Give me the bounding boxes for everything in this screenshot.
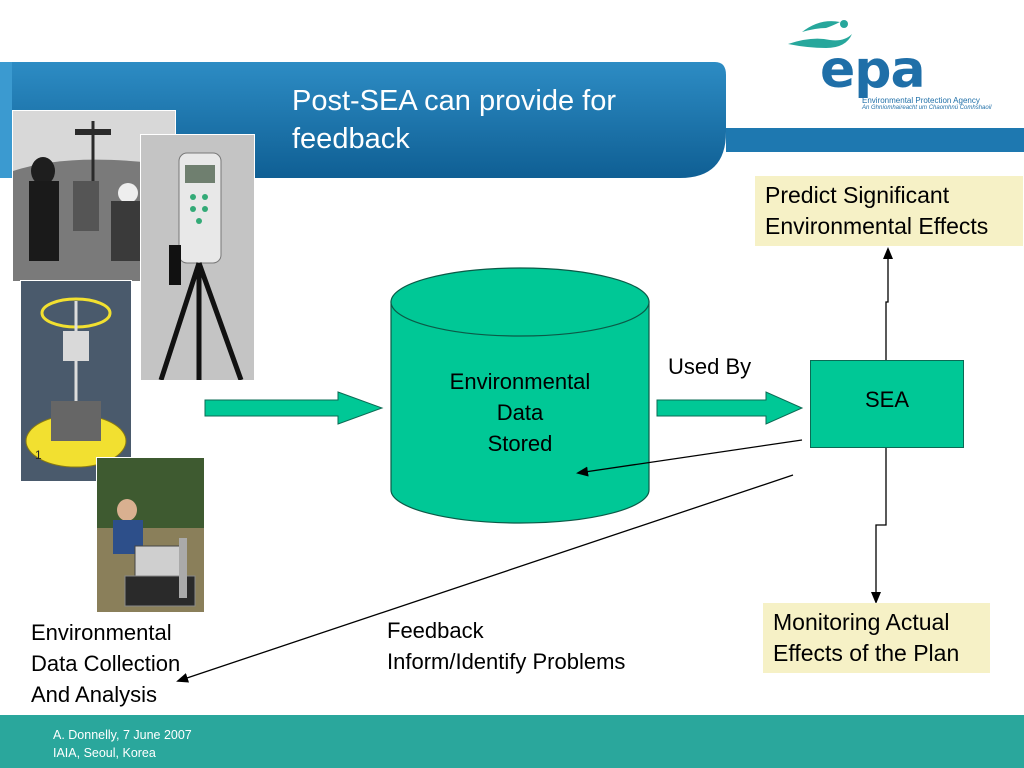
arrow-sea-to-monitoring — [871, 448, 887, 604]
collection-line1: Environmental — [31, 620, 172, 645]
slide-title: Post-SEA can provide for feedback — [292, 82, 712, 158]
predict-line2: Environmental Effects — [765, 213, 989, 239]
feedback-line1: Feedback — [387, 618, 484, 643]
feedback-label: Feedback Inform/Identify Problems — [387, 615, 625, 677]
data-store-label-line3: Stored — [487, 431, 553, 456]
footer-bar — [0, 715, 1024, 768]
predict-line1: Predict Significant — [765, 182, 950, 208]
epa-logo-text: epa — [820, 40, 926, 100]
monitoring-line2: Effects of the Plan — [773, 640, 960, 666]
photo-sound-meter — [140, 134, 255, 381]
arrow-feedback — [176, 474, 794, 683]
data-store-label: Environmental Data Stored — [425, 366, 615, 459]
sea-label: SEA — [864, 387, 910, 412]
collection-line2: Data Collection — [31, 651, 181, 676]
data-collection-label: Environmental Data Collection And Analys… — [31, 617, 180, 710]
footer-line1: A. Donnelly, 7 June 2007 — [53, 728, 192, 742]
svg-text:1: 1 — [35, 448, 42, 462]
slide-title-line2: feedback — [292, 123, 410, 155]
epa-logo-subtitle-2: An Ghníomhaireacht um Chaomhnú Comhshaoi… — [862, 105, 992, 111]
photo-buoy: 1 — [20, 280, 132, 482]
swirl-logo-icon — [788, 20, 852, 48]
used-by-label: Used By — [668, 354, 752, 379]
footer-text: A. Donnelly, 7 June 2007 IAIA, Seoul, Ko… — [53, 726, 192, 762]
monitoring-line1: Monitoring Actual — [773, 609, 950, 635]
footer-line2: IAIA, Seoul, Korea — [53, 746, 156, 760]
arrow-sea-to-predict — [883, 247, 893, 360]
photo-water-sampling — [96, 457, 205, 613]
predict-effects-box: Predict Significant Environmental Effect… — [755, 176, 1023, 246]
monitoring-effects-box: Monitoring Actual Effects of the Plan — [763, 603, 990, 673]
epa-logo: epa Environmental Protection Agency An G… — [780, 14, 992, 114]
feedback-line2: Inform/Identify Problems — [387, 649, 626, 674]
data-store-label-line1: Environmental — [449, 369, 591, 394]
sea-box: SEA — [810, 360, 964, 448]
slide-title-line1: Post-SEA can provide for — [292, 85, 616, 117]
data-store-label-line2: Data — [496, 400, 544, 425]
arrow-store-to-sea — [656, 391, 804, 425]
collection-line3: And Analysis — [31, 682, 157, 707]
arrow-sea-to-store — [576, 439, 803, 477]
epa-logo-subtitle-1: Environmental Protection Agency — [862, 96, 980, 105]
arrow-collect-to-store — [204, 391, 384, 425]
